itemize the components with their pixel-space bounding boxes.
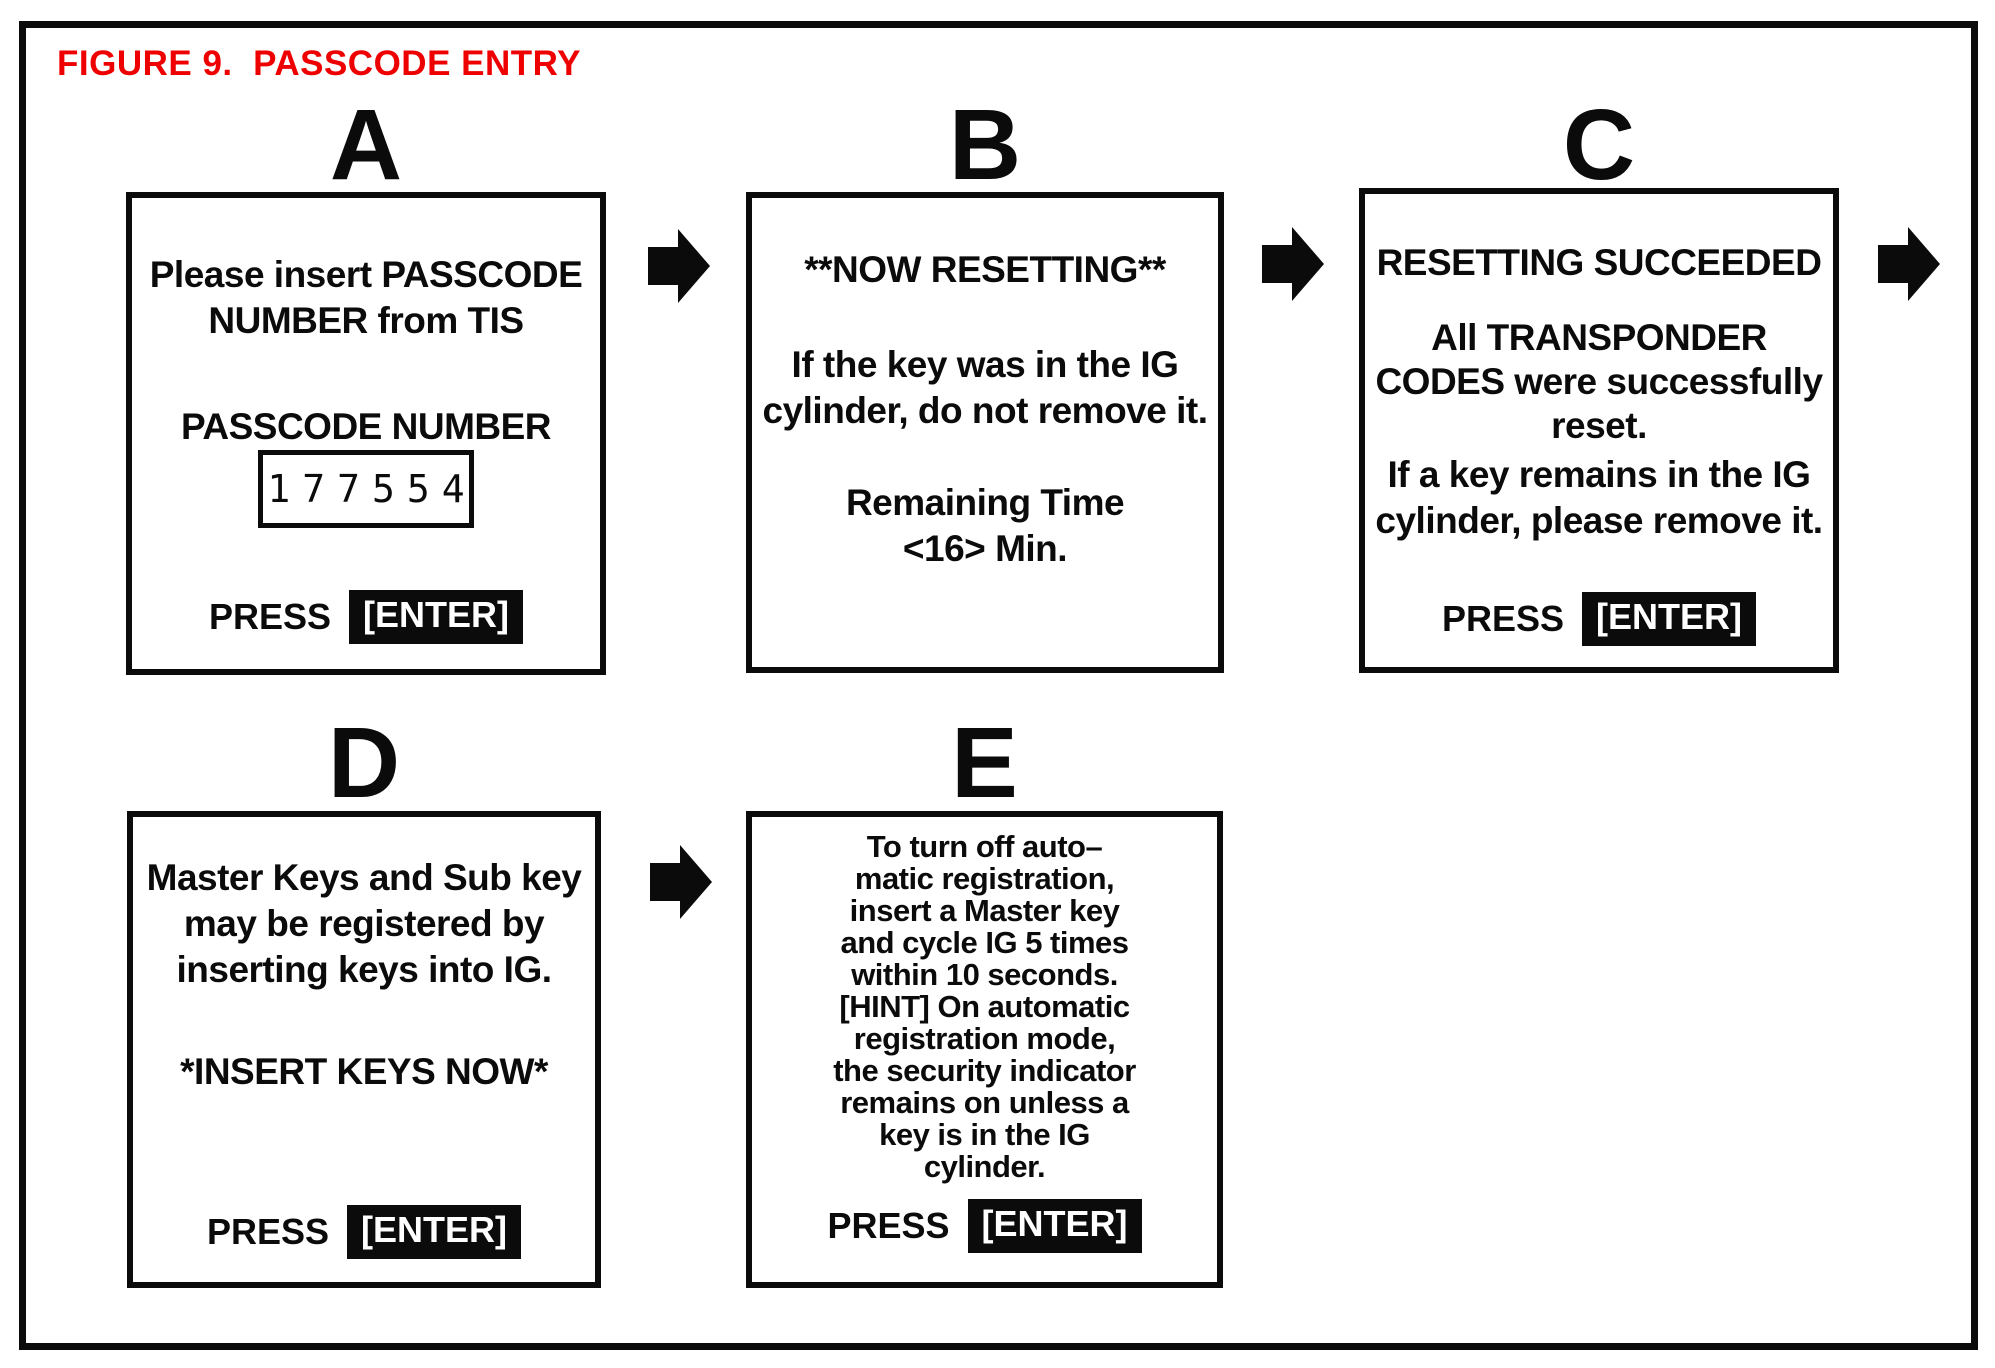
message-line: Remaining Time [845, 482, 1125, 523]
screen-box-c: RESETTING SUCCEEDED All TRANSPONDER CODE… [1359, 188, 1839, 673]
message-line: may be registered by [183, 903, 545, 944]
screen-e-message: To turn off auto– matic registration, in… [752, 831, 1217, 1183]
message-line: registration mode, [853, 1021, 1116, 1056]
press-label: PRESS [1441, 597, 1565, 639]
passcode-field: 177554 [258, 450, 474, 528]
press-enter-row: PRESS [ENTER] [133, 1205, 595, 1259]
step-letter-c: C [1562, 89, 1636, 201]
arrow-right-icon [648, 229, 710, 303]
arrow-right-icon [1262, 227, 1324, 301]
message-line: matic registration, [854, 861, 1115, 896]
press-enter-row: PRESS [ENTER] [132, 590, 600, 644]
screen-c-message-2: If a key remains in the IG cylinder, ple… [1365, 452, 1833, 544]
enter-key: [ENTER] [349, 590, 524, 644]
step-letter-a: A [329, 89, 403, 201]
screen-box-b: **NOW RESETTING** If the key was in the … [746, 192, 1224, 673]
step-letter-b: B [948, 89, 1022, 201]
message-line: CODES were successfully [1375, 361, 1823, 402]
enter-key: [ENTER] [347, 1205, 522, 1259]
step-letter-d: D [327, 707, 401, 819]
message-line: All TRANSPONDER [1431, 317, 1767, 358]
message-line: inserting keys into IG. [176, 949, 552, 990]
message-line: If the key was in the IG [791, 344, 1179, 385]
passcode-field-label: PASSCODE NUMBER [180, 406, 552, 447]
insert-keys-now: *INSERT KEYS NOW* [180, 1051, 548, 1092]
arrow-right-icon [1878, 227, 1940, 301]
remaining-time: Remaining Time <16> Min. [752, 480, 1218, 572]
screen-box-e: To turn off auto– matic registration, in… [746, 811, 1223, 1288]
message-line: and cycle IG 5 times [840, 925, 1129, 960]
screen-b-title: **NOW RESETTING** [804, 249, 1166, 290]
screen-c-title: RESETTING SUCCEEDED [1376, 242, 1822, 283]
message-line: If a key remains in the IG [1387, 454, 1811, 495]
message-line: reset. [1551, 405, 1647, 446]
remaining-time-value: <16> Min. [902, 528, 1068, 569]
message-line: cylinder. [923, 1149, 1046, 1184]
press-enter-row: PRESS [ENTER] [752, 1199, 1217, 1253]
step-letter-e: E [951, 707, 1018, 819]
message-line: key is in the IG [879, 1117, 1090, 1152]
screen-d-message: Master Keys and Sub key may be registere… [133, 855, 595, 993]
message-line: the security indicator [833, 1053, 1136, 1088]
press-label: PRESS [208, 595, 332, 637]
enter-key: [ENTER] [967, 1199, 1142, 1253]
message-line: within 10 seconds. [851, 957, 1118, 992]
message-line: To turn off auto– [866, 829, 1103, 864]
passcode-value: 177554 [267, 467, 477, 511]
arrow-right-icon [650, 845, 712, 919]
message-line: insert a Master key [849, 893, 1120, 928]
message-line: NUMBER from TIS [208, 300, 524, 341]
message-line: Master Keys and Sub key [146, 857, 582, 898]
enter-key: [ENTER] [1582, 592, 1757, 646]
screen-a-message: Please insert PASSCODE NUMBER from TIS [132, 252, 600, 344]
screen-box-a: Please insert PASSCODE NUMBER from TIS P… [126, 192, 606, 675]
message-line: cylinder, do not remove it. [762, 390, 1209, 431]
message-line: Please insert PASSCODE [149, 254, 583, 295]
figure-title: FIGURE 9. PASSCODE ENTRY [57, 44, 581, 83]
press-enter-row: PRESS [ENTER] [1365, 592, 1833, 646]
screen-b-message: If the key was in the IG cylinder, do no… [752, 342, 1218, 434]
message-line: cylinder, please remove it. [1375, 500, 1823, 541]
message-line: [HINT] On automatic [839, 989, 1130, 1024]
press-label: PRESS [206, 1210, 330, 1252]
screen-c-message: All TRANSPONDER CODES were successfully … [1365, 316, 1833, 448]
message-line: remains on unless a [840, 1085, 1129, 1120]
screen-box-d: Master Keys and Sub key may be registere… [127, 811, 601, 1288]
press-label: PRESS [827, 1204, 950, 1246]
